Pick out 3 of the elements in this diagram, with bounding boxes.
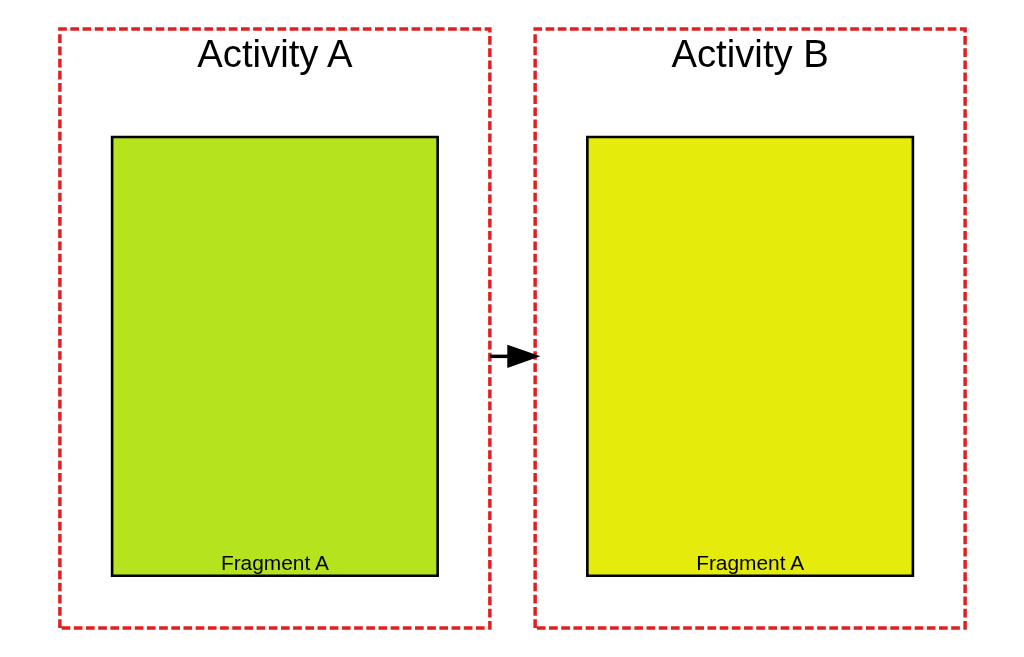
- node-box: Fragment A: [585, 135, 914, 577]
- arrow: [489, 344, 540, 368]
- node-box: Fragment A: [110, 135, 439, 577]
